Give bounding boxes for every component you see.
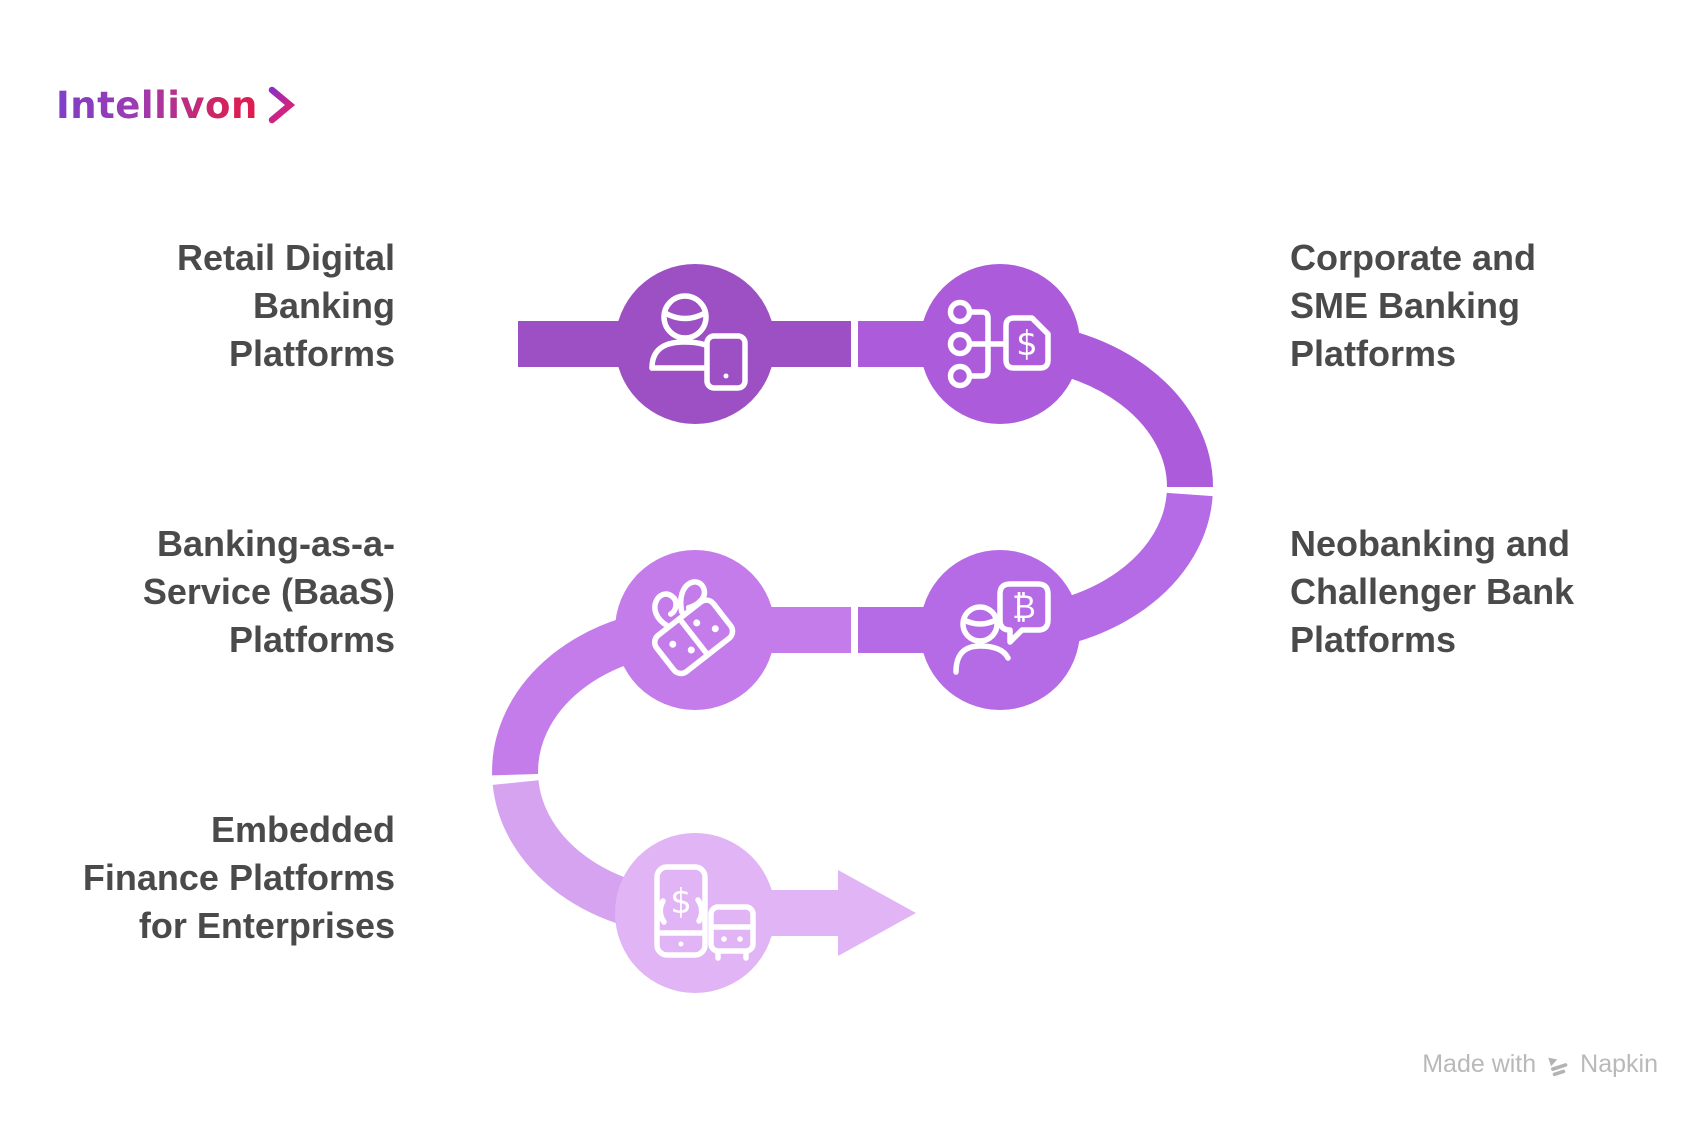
winged-money-icon — [651, 579, 736, 677]
chevron-right-icon — [268, 86, 295, 124]
user-tablet-icon — [649, 293, 748, 391]
node-circle-3 — [920, 550, 1080, 710]
mobile-payment-icon: $ — [654, 864, 756, 961]
credit-text: Made with — [1422, 1050, 1537, 1078]
svg-text:₿: ₿ — [1012, 588, 1036, 626]
label-neobanking-challenger: Neobanking and Challenger Bank Platforms — [1290, 523, 1575, 660]
node-circle-4 — [615, 550, 775, 710]
network-price-tag-icon: $ — [947, 299, 1051, 389]
bitcoin-chat-icon: ₿ — [953, 581, 1051, 675]
intellivon-logo: Intellivon — [56, 86, 298, 124]
label-retail-digital-banking: Retail Digital Banking Platforms — [176, 237, 395, 374]
label-banking-as-a-service: Banking-as-a- Service (BaaS) Platforms — [142, 523, 395, 660]
credit-brand: Napkin — [1580, 1050, 1658, 1078]
logo-wordmark: Intellivon — [56, 83, 258, 127]
napkin-logo-icon — [1548, 1057, 1568, 1076]
label-corporate-sme-banking: Corporate and SME Banking Platforms — [1290, 237, 1537, 374]
made-with-napkin-credit: Made with Napkin — [1422, 1050, 1658, 1079]
flow-arrow-head — [838, 870, 916, 956]
svg-text:$: $ — [670, 882, 692, 922]
label-embedded-finance: Embedded Finance Platforms for Enterpris… — [82, 809, 395, 946]
svg-text:$: $ — [1016, 324, 1038, 364]
